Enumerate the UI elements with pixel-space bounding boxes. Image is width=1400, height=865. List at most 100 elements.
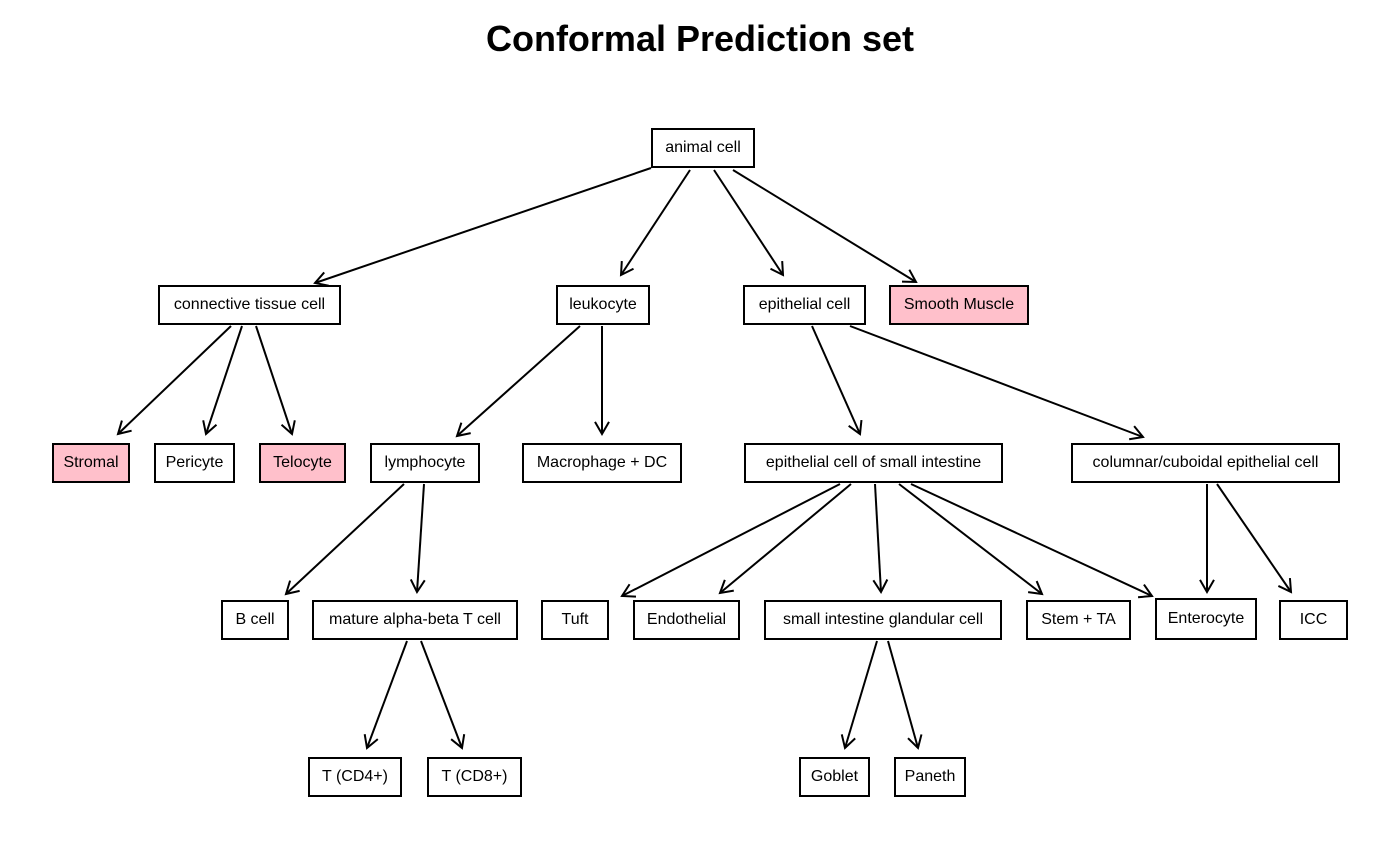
edge-line [849,325,1144,438]
node-label: Macrophage + DC [536,454,668,471]
edge-line [620,169,691,276]
edge-glandular-to-goblet [840,640,878,750]
node-bcell: B cell [221,600,289,640]
node-telocyte: Telocyte [259,443,346,483]
node-endothelial: Endothelial [633,600,740,640]
arrowhead-icon [872,579,889,594]
node-stromal: Stromal [52,443,130,483]
node-label: epithelial cell [758,296,851,313]
edge-episi-to-enterocyte [910,483,1154,599]
edge-lymphocyte-to-mature [409,483,426,594]
edge-leukocyte-to-lymphocyte [455,325,581,438]
arrowhead-icon [284,580,300,596]
edge-episi-to-stem [898,483,1044,596]
edge-line [874,483,882,593]
edge-episi-to-glandular [872,483,889,594]
node-columnar: columnar/cuboidal epithelial cell [1071,443,1340,483]
edge-episi-to-tuft [620,483,841,598]
node-tuft: Tuft [541,600,609,640]
node-glandular: small intestine glandular cell [764,600,1002,640]
edge-line [366,640,408,749]
edge-connective-to-stromal [116,325,232,436]
node-label: Pericyte [165,454,224,471]
node-label: mature alpha-beta T cell [329,611,501,628]
node-label: epithelial cell of small intestine [765,454,982,471]
node-goblet: Goblet [799,757,870,797]
edge-line [117,325,232,435]
edge-animal-to-connective [313,167,652,287]
edge-animal-to-smooth [732,169,918,284]
edge-glandular-to-paneth [887,640,923,750]
arrowhead-icon [280,420,296,436]
edge-line [898,483,1043,595]
node-label: columnar/cuboidal epithelial cell [1092,454,1319,471]
arrowhead-icon [1137,583,1154,599]
node-label: Stromal [63,454,119,471]
arrowhead-icon [594,421,610,437]
node-label: connective tissue cell [173,296,326,313]
node-label: B cell [235,611,275,628]
edge-line [713,169,784,276]
node-epithelial: epithelial cell [743,285,866,325]
node-label: Stem + TA [1041,611,1116,628]
edge-line [416,483,425,593]
edge-connective-to-telocyte [255,325,296,436]
node-cd4: T (CD4+) [308,757,402,797]
edge-line [314,167,652,284]
edge-epithelial-to-episi [811,325,863,436]
node-enterocyte: Enterocyte [1155,598,1257,640]
arrowhead-icon [907,734,923,750]
edge-epithelial-to-columnar [849,325,1145,441]
node-label: lymphocyte [384,454,466,471]
edge-columnar-to-enterocyte [1199,484,1215,594]
node-label: Enterocyte [1167,610,1245,627]
arrowhead-icon [848,419,863,436]
node-connective: connective tissue cell [158,285,341,325]
edge-leukocyte-to-macrophage [594,326,610,437]
edge-line [732,169,917,283]
edge-lymphocyte-to-bcell [284,483,405,596]
arrowhead-icon [718,579,734,595]
node-label: Telocyte [273,454,332,471]
node-label: ICC [1299,611,1328,628]
node-mature: mature alpha-beta T cell [312,600,518,640]
edge-line [910,483,1153,597]
arrowhead-icon [1129,425,1145,441]
node-macrophage: Macrophage + DC [522,443,682,483]
node-episi: epithelial cell of small intestine [744,443,1003,483]
node-label: T (CD4+) [322,768,388,785]
node-label: T (CD8+) [441,768,508,785]
arrowhead-icon [1027,580,1044,596]
edge-mature-to-cd8 [420,640,466,750]
node-smooth: Smooth Muscle [889,285,1029,325]
node-animal: animal cell [651,128,755,168]
edge-line [811,325,861,435]
edge-line [255,325,293,435]
node-label: small intestine glandular cell [782,611,984,628]
edge-episi-to-endothelial [718,483,852,595]
node-paneth: Paneth [894,757,966,797]
arrowhead-icon [770,260,785,277]
arrowhead-icon [409,579,426,594]
node-label: Endothelial [646,611,727,628]
node-label: Tuft [561,611,589,628]
arrowhead-icon [901,269,918,284]
arrowhead-icon [116,420,132,436]
edge-line [844,640,878,749]
node-label: Paneth [904,768,956,785]
edge-line [1216,483,1292,593]
arrowhead-icon [363,734,379,750]
arrowhead-icon [202,420,218,436]
edge-line [887,640,919,749]
edge-animal-to-leukocyte [619,169,691,277]
arrowhead-icon [619,260,634,277]
arrowhead-icon [455,422,471,438]
edge-line [285,483,405,595]
edge-line [420,640,463,749]
edge-line [621,483,841,597]
arrowhead-icon [840,734,856,750]
arrowhead-icon [620,583,637,598]
node-label: animal cell [665,139,741,156]
arrowhead-icon [313,271,329,287]
